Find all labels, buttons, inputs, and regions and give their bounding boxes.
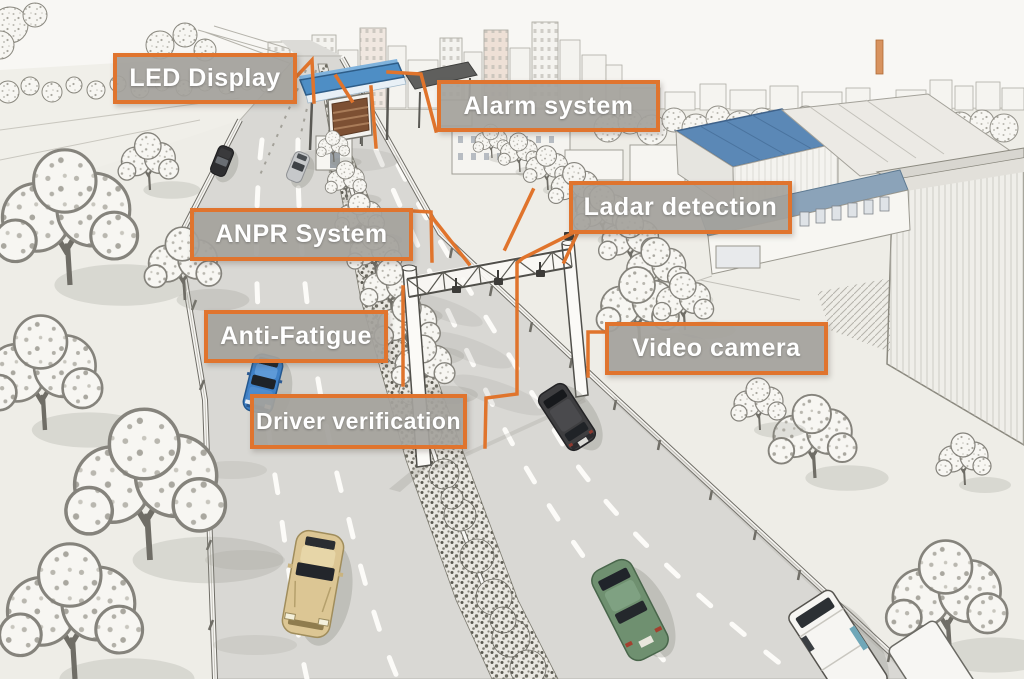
callout-led-display: LED Display <box>113 53 297 104</box>
leader-anpr-system <box>411 209 434 263</box>
chimney <box>875 39 884 75</box>
dark-suv <box>537 382 603 452</box>
callout-leader-lines <box>294 55 606 449</box>
callout-video-camera-text: Video camera <box>632 334 801 362</box>
leader-ladar-detection <box>561 229 581 265</box>
callout-anpr-system-text: ANPR System <box>215 220 388 248</box>
callout-led-display-text: LED Display <box>129 64 281 92</box>
white-truck <box>888 620 982 679</box>
callout-ladar-detection: Ladar detection <box>569 181 792 234</box>
callout-anti-fatigue-text: Anti-Fatigue <box>220 322 372 350</box>
callout-ladar-detection-text: Ladar detection <box>583 193 778 221</box>
leader-alarm-system-2 <box>369 85 378 149</box>
leader-led-display-2 <box>333 73 355 104</box>
callout-driver-verification-text: Driver verification <box>255 408 462 434</box>
leader-led-display <box>294 55 316 104</box>
leader-driver-verification <box>483 229 578 449</box>
silver-sedan <box>285 151 315 189</box>
leader-video-camera <box>586 330 606 378</box>
callout-video-camera: Video camera <box>605 322 828 375</box>
green-sedan <box>591 558 676 662</box>
metal-hangar <box>817 147 1024 446</box>
callout-driver-verification: Driver verification <box>250 394 467 449</box>
callout-alarm-system: Alarm system <box>437 80 660 132</box>
beige-sedan <box>281 529 353 646</box>
vehicles <box>209 145 982 679</box>
leader-alarm-system <box>386 70 439 134</box>
callout-anpr-system: ANPR System <box>190 208 413 261</box>
dark-sedan <box>209 145 239 183</box>
toll-canopy-roof <box>298 62 406 96</box>
callout-anti-fatigue: Anti-Fatigue <box>204 310 388 363</box>
white-van <box>788 589 890 679</box>
leader-anpr-system-2 <box>429 214 472 267</box>
leader-ladar-detection-2 <box>502 187 536 252</box>
callout-alarm-system-text: Alarm system <box>463 91 634 120</box>
led-display-board <box>327 92 373 152</box>
